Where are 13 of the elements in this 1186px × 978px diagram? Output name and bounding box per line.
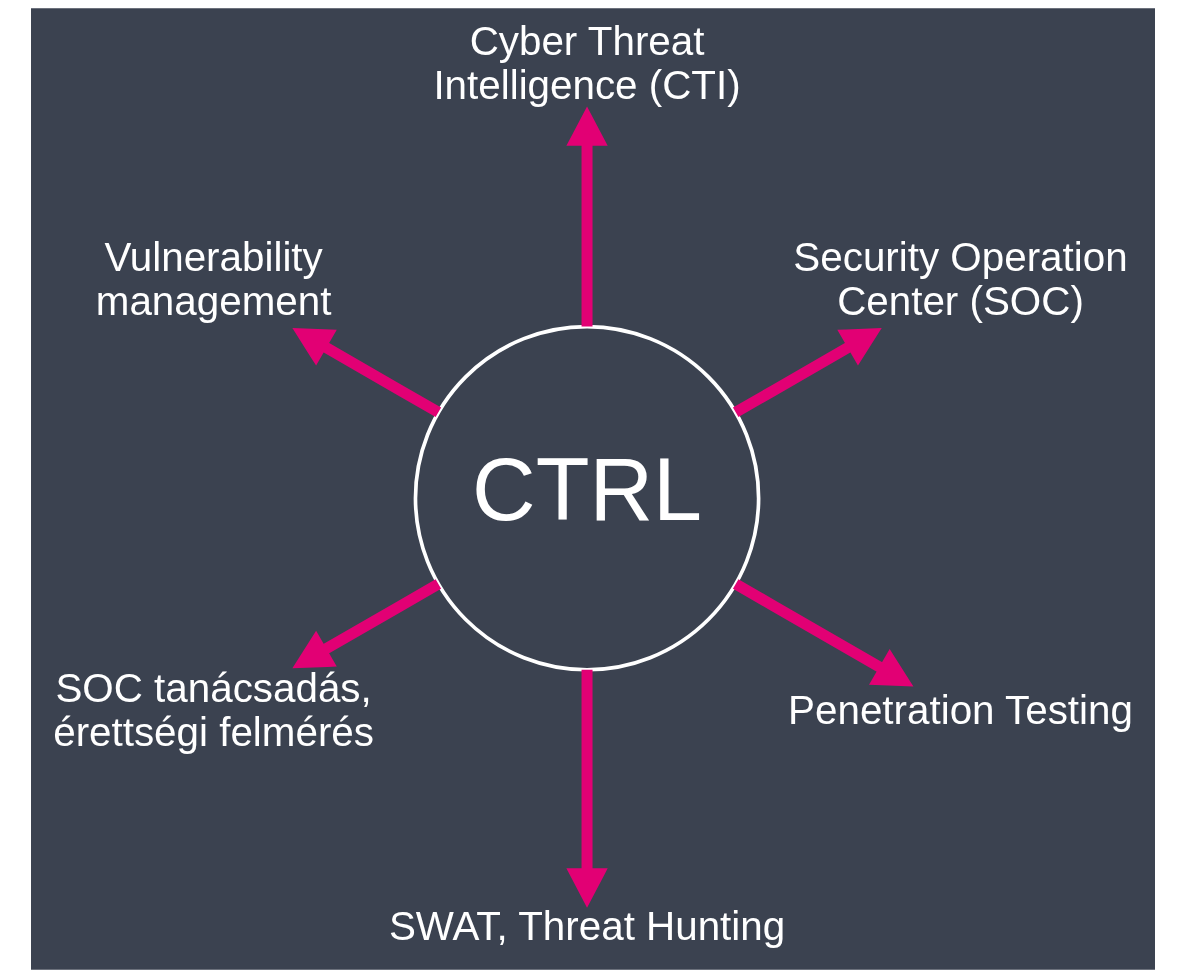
- arrow: [292, 579, 442, 669]
- arrow: [566, 669, 608, 908]
- node-text: SOC tanácsadás, érettségi felmérés: [53, 665, 374, 756]
- arrow: [732, 328, 882, 418]
- node-text: SWAT, Threat Hunting: [388, 902, 786, 949]
- node-text: Cyber Threat Intelligence (CTI): [433, 18, 741, 109]
- node-text: Penetration Testing: [788, 687, 1133, 734]
- node-text: Security Operation Center (SOC): [793, 233, 1128, 324]
- node-text: Vulnerability management: [95, 233, 332, 324]
- arrow: [292, 328, 442, 418]
- arrow: [566, 106, 608, 327]
- node-circle: CTRL: [413, 324, 761, 672]
- arrow: [732, 579, 914, 687]
